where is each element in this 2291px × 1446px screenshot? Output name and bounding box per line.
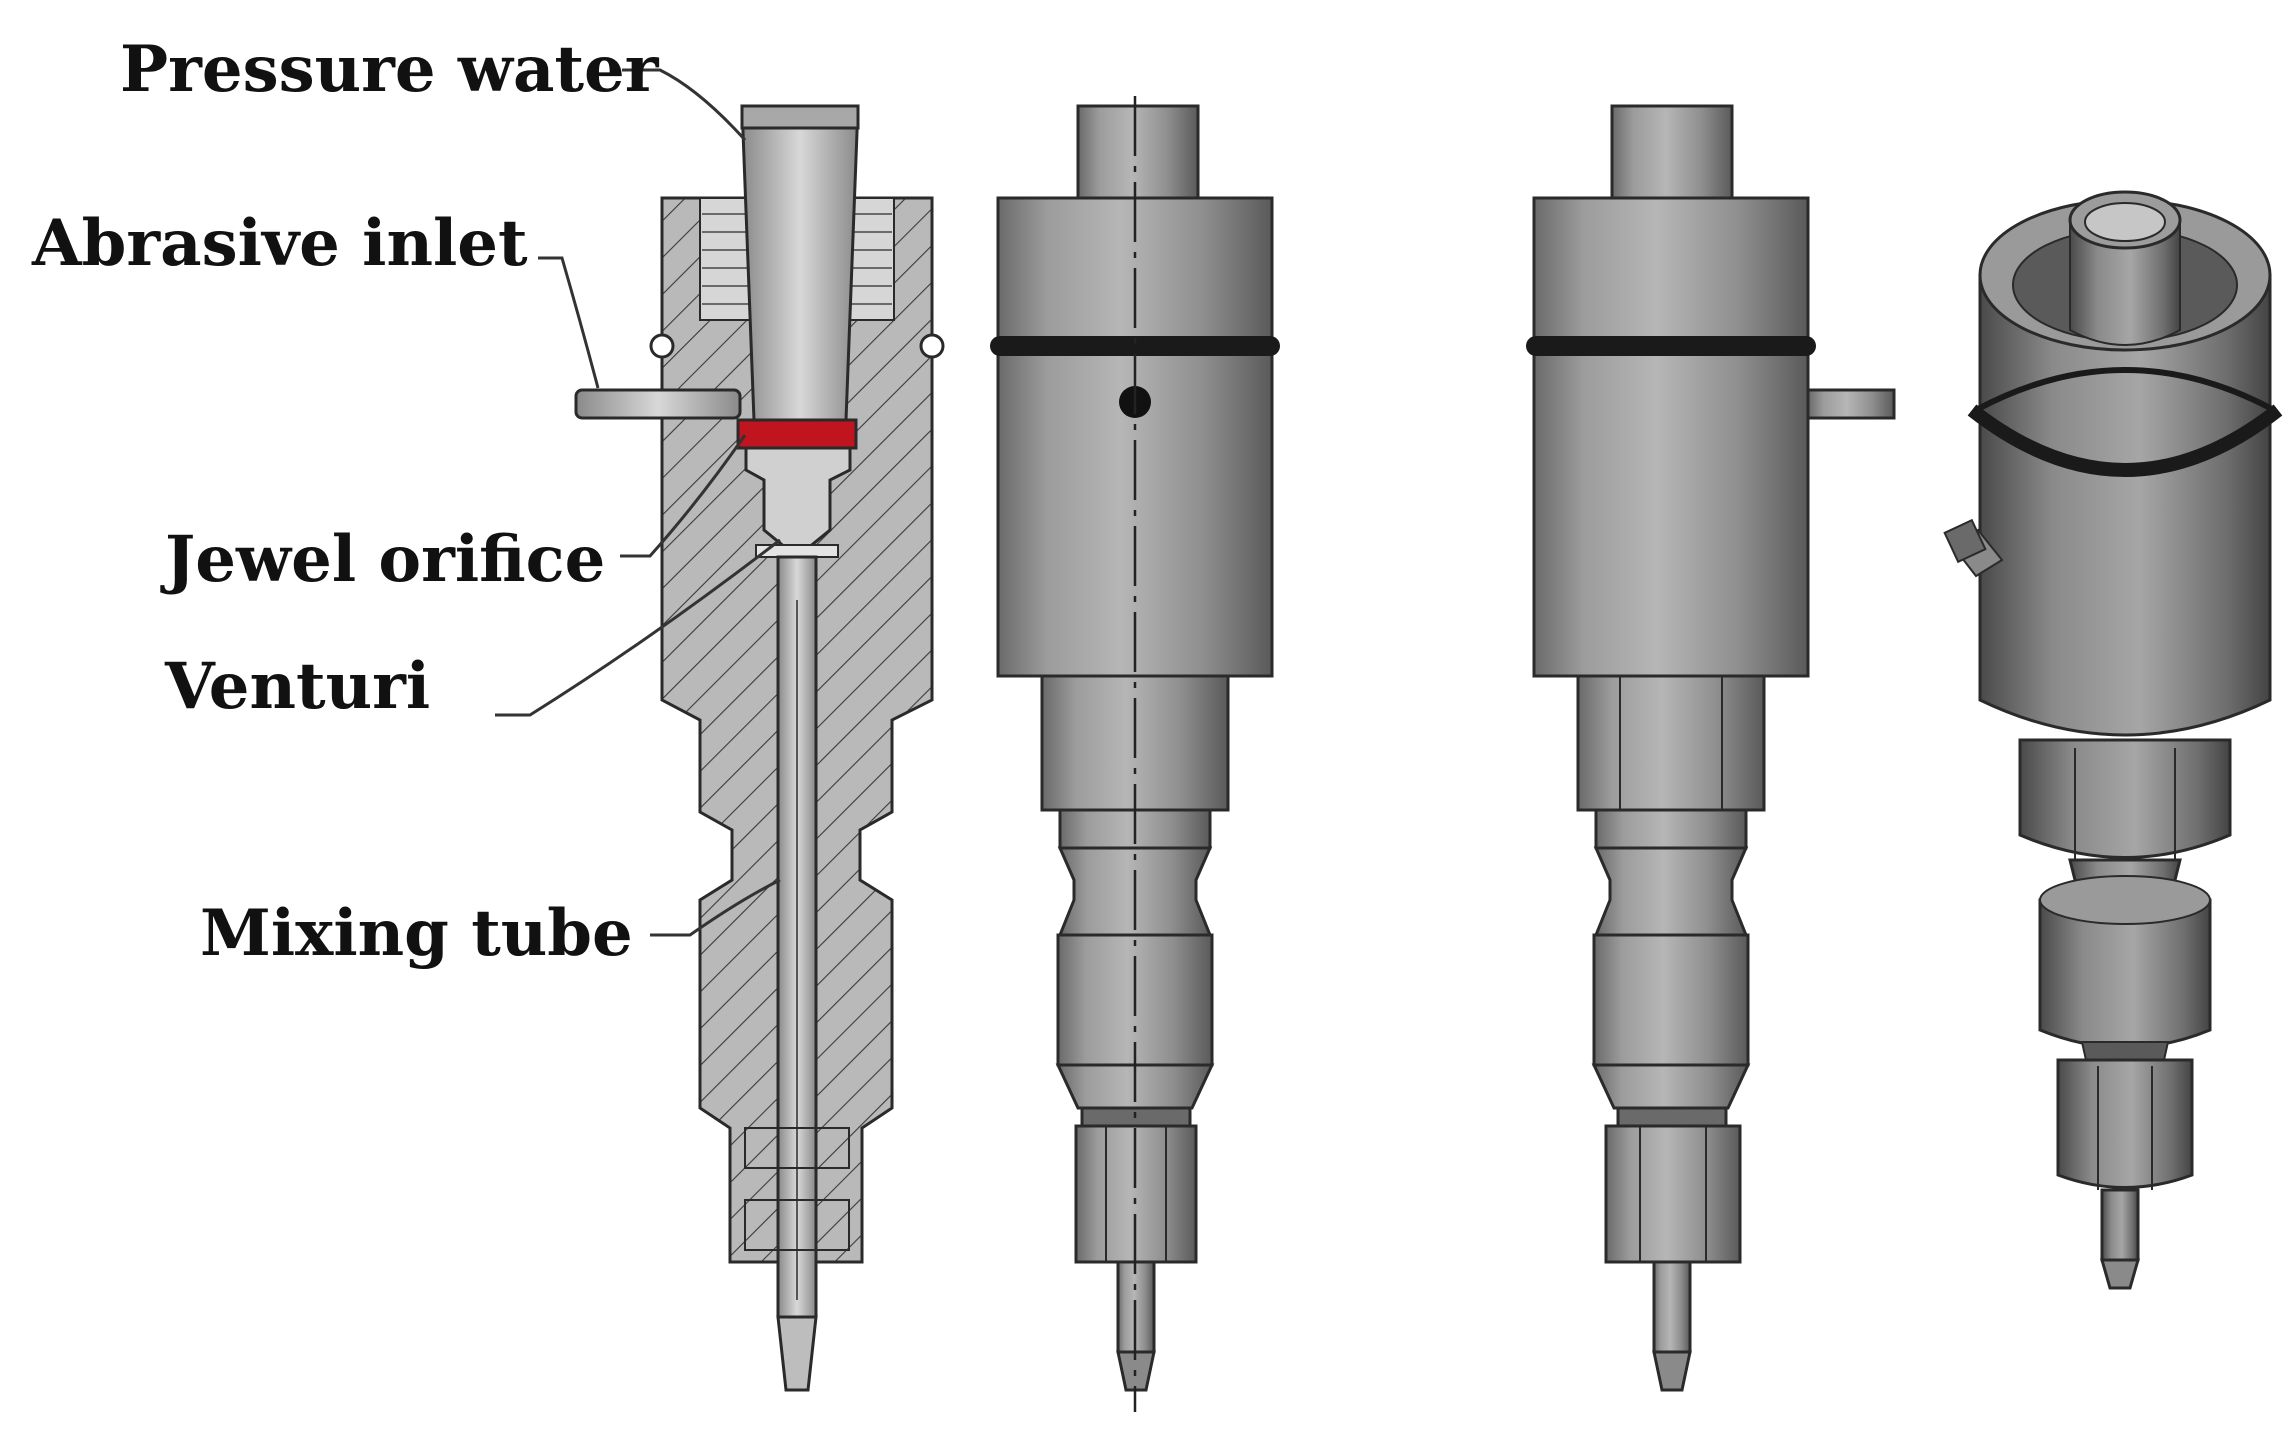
- jewel-orifice: [736, 418, 858, 450]
- leader-venturi: [495, 538, 781, 717]
- leader-lines: [495, 68, 781, 937]
- label-pressure-water: Pressure water: [120, 32, 659, 107]
- section-view: [574, 104, 945, 1392]
- abrasive-inlet-pipe: [574, 388, 742, 420]
- o-ring: [990, 336, 1280, 356]
- water-inlet-cone: [740, 104, 860, 422]
- o-ring: [1526, 336, 1816, 356]
- label-venturi: Venturi: [165, 649, 431, 724]
- leader-abrasive-inlet: [538, 256, 600, 389]
- isometric-view: [1943, 190, 2283, 1290]
- label-jewel-orifice: Jewel orifice: [165, 522, 606, 597]
- leader-mixing-tube: [650, 878, 781, 937]
- label-mixing-tube: Mixing tube: [200, 896, 633, 971]
- front-view: [990, 96, 1280, 1412]
- abrasive-inlet-stub: [1806, 388, 1896, 420]
- leader-pressure-water: [622, 68, 747, 142]
- side-view: [1526, 104, 1896, 1392]
- label-abrasive-inlet: Abrasive inlet: [32, 206, 528, 281]
- leader-jewel-orifice: [620, 434, 747, 558]
- o-ring: [1967, 404, 2283, 477]
